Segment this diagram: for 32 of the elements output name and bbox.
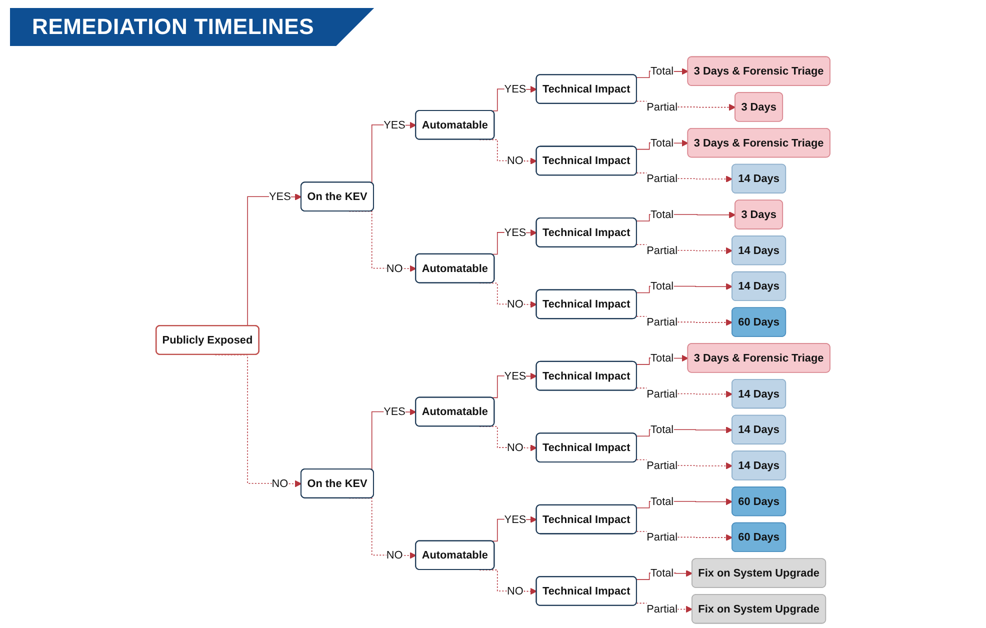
- edge-label: Partial: [646, 530, 678, 544]
- edge-label: YES: [384, 405, 406, 418]
- edge-label: NO: [507, 154, 524, 167]
- edge-label: NO: [507, 440, 524, 454]
- edge-label: Partial: [646, 100, 678, 113]
- edge-label: NO: [272, 476, 288, 490]
- edge-label: Partial: [646, 387, 678, 400]
- title: REMEDIATION TIMELINES: [10, 8, 374, 46]
- edge-label: Total: [650, 136, 674, 149]
- edge-label: NO: [507, 584, 524, 597]
- edge-label: Partial: [646, 315, 678, 328]
- edge-label: Partial: [646, 172, 678, 185]
- arrow: [636, 498, 733, 508]
- edge-label: YES: [504, 82, 526, 95]
- edge-label: Total: [650, 351, 674, 364]
- edge-label: Partial: [646, 602, 678, 615]
- edge-label: YES: [384, 118, 406, 131]
- edge-label: Total: [650, 64, 674, 77]
- edge-label: Partial: [646, 458, 678, 472]
- edge-label: YES: [504, 226, 526, 238]
- edge-label: NO: [386, 548, 403, 561]
- edge-label: YES: [504, 512, 526, 526]
- edge-label: YES: [504, 369, 526, 382]
- edge-label: NO: [386, 262, 403, 274]
- edge-label: Total: [650, 280, 674, 292]
- edge-label: YES: [269, 190, 291, 202]
- edge-label: NO: [507, 298, 524, 310]
- edge-label: Total: [650, 494, 674, 508]
- edge-label: Total: [650, 208, 674, 220]
- edge-label: Total: [650, 566, 674, 579]
- edge-label: Partial: [646, 244, 678, 256]
- edge-label: Total: [650, 423, 674, 436]
